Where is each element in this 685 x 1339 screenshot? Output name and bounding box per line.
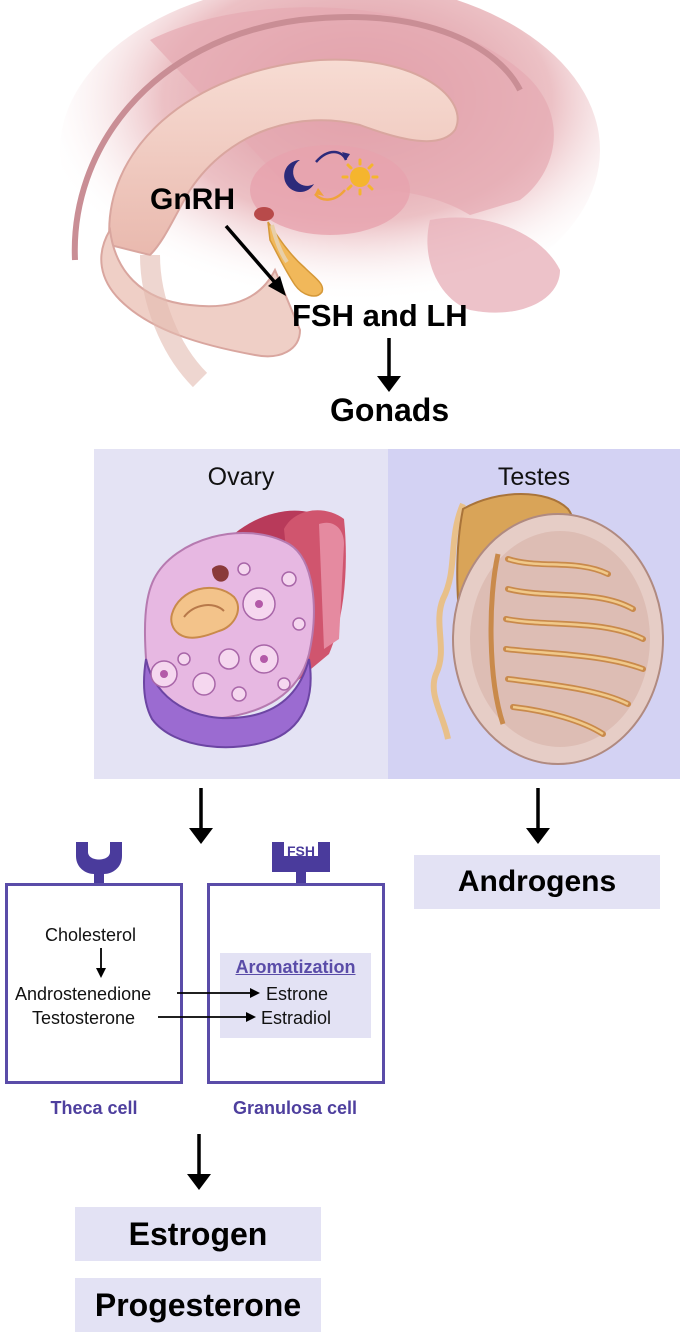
ovary-panel: Ovary [94,449,388,779]
cholesterol-label: Cholesterol [45,925,137,945]
estrogen-down-arrow [187,1134,211,1190]
moon-icon [284,160,314,192]
gnrh-label: GnRH [150,183,235,216]
gonads-label: Gonads [330,392,450,428]
fsh-receptor-icon [272,842,330,884]
ovary-title: Ovary [207,463,275,491]
fsh-lh-label: FSH and LH [292,298,468,333]
brain-illustration [60,0,600,392]
aromatization-label: Aromatization [235,957,356,977]
testes-illustration [430,493,664,765]
testes-down-arrow [526,788,550,844]
lh-receptor-icon [76,842,122,884]
fsh-receptor-label: FSH [287,843,315,859]
estradiol-label: Estradiol [261,1008,332,1028]
androgens-box: Androgens [414,855,660,909]
theca-cell-box [5,883,183,1084]
testes-title: Testes [497,463,571,491]
testes-panel: Testes [388,449,680,779]
theca-cell-caption: Theca cell [50,1098,138,1118]
granulosa-cell-caption: Granulosa cell [232,1098,358,1118]
testosterone-label: Testosterone [32,1008,136,1028]
estrone-label: Estrone [266,984,329,1004]
ovary-illustration [143,510,346,749]
progesterone-box: Progesterone [75,1278,321,1332]
androstenedione-label: Androstenedione [15,984,152,1004]
pathway-arrows [96,948,260,1022]
aromatization-box [220,953,371,1038]
lh-receptor-label: LH [89,840,109,856]
ovary-down-arrow [189,788,213,844]
sun-icon [341,158,379,196]
estrogen-box: Estrogen [75,1207,321,1261]
